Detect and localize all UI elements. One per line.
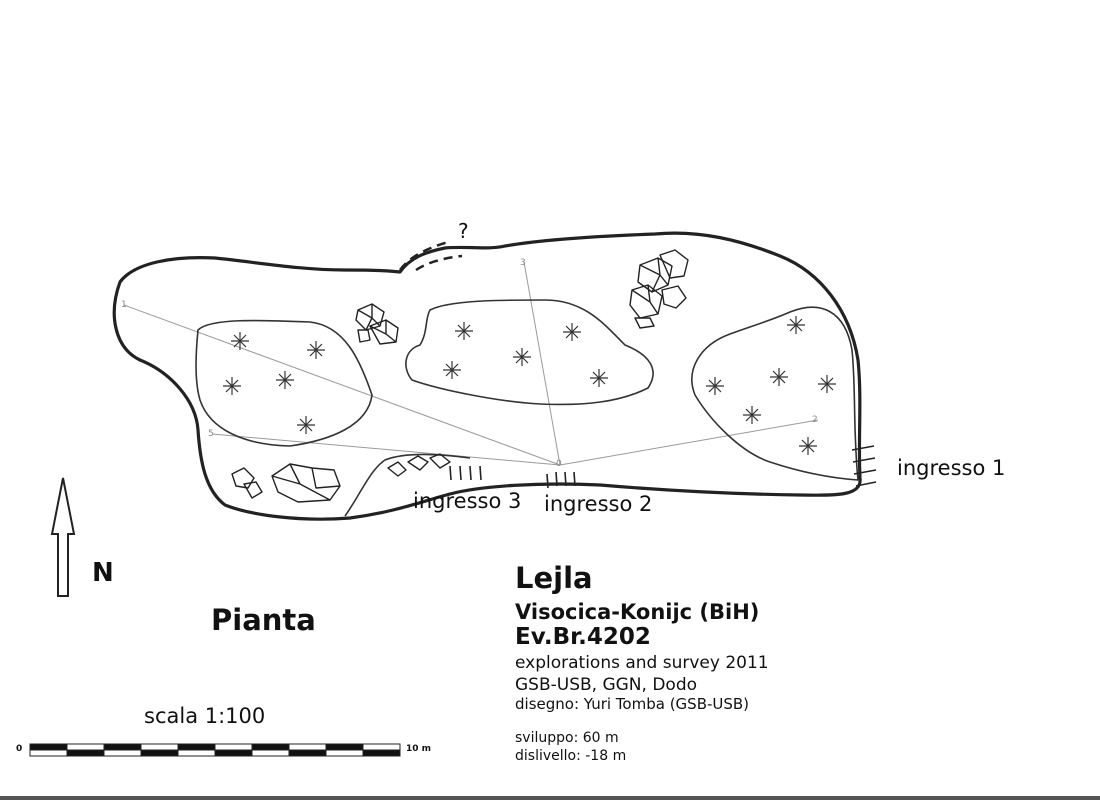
svg-text:5: 5 bbox=[208, 429, 214, 439]
entrance-1-marks bbox=[851, 445, 877, 487]
star-symbol bbox=[706, 377, 724, 395]
entrance-2-marks bbox=[546, 471, 576, 489]
page-bottom-border bbox=[0, 796, 1100, 800]
cave-location: Visocica-Konijc (BiH) bbox=[515, 600, 760, 624]
star-symbol bbox=[443, 361, 461, 379]
svg-text:0: 0 bbox=[556, 459, 562, 469]
development-stat: sviluppo: 60 m bbox=[515, 730, 619, 746]
zone-south bbox=[344, 453, 471, 517]
survey-station-labels: 1 2 3 5 0 bbox=[121, 258, 818, 469]
scale-label: scala 1:100 bbox=[144, 704, 266, 728]
entrance-1-label: ingresso 1 bbox=[897, 456, 1006, 480]
cave-registry: Ev.Br.4202 bbox=[515, 624, 651, 650]
svg-text:2: 2 bbox=[812, 415, 818, 425]
entrance-3-label: ingresso 3 bbox=[413, 489, 522, 513]
entrance-marks bbox=[449, 445, 877, 489]
boulder-cluster-sw bbox=[231, 463, 341, 503]
view-name: Pianta bbox=[211, 603, 316, 637]
boulders bbox=[231, 249, 689, 503]
star-symbol bbox=[297, 416, 315, 434]
cave-name: Lejla bbox=[515, 561, 593, 595]
unexplored-passage-inner bbox=[415, 254, 463, 272]
zone-east bbox=[691, 306, 859, 481]
star-symbol bbox=[743, 406, 761, 424]
boulder-cluster-entrance bbox=[387, 453, 451, 477]
zone-center bbox=[405, 299, 654, 406]
floor-zones bbox=[195, 299, 859, 517]
north-label: N bbox=[92, 558, 114, 588]
scale-bar bbox=[29, 743, 401, 757]
boulder-cluster-center bbox=[355, 303, 399, 345]
svg-text:1: 1 bbox=[121, 300, 127, 310]
scale-end-label: 10 m bbox=[406, 744, 432, 754]
exploration-info: explorations and survey 2011 bbox=[515, 653, 769, 673]
star-symbol bbox=[770, 368, 788, 386]
star-symbol bbox=[276, 371, 294, 389]
star-symbol bbox=[787, 316, 805, 334]
entrance-3-marks bbox=[449, 465, 482, 481]
star-symbol bbox=[513, 348, 531, 366]
boulder-cluster-ne bbox=[629, 249, 689, 329]
vegetation-symbols bbox=[223, 316, 836, 455]
cave-outline bbox=[112, 231, 862, 521]
unexplored-passage bbox=[398, 240, 449, 271]
star-symbol bbox=[799, 437, 817, 455]
drawing-credit: disegno: Yuri Tomba (GSB-USB) bbox=[515, 695, 750, 713]
zone-west bbox=[195, 319, 373, 447]
star-symbol bbox=[223, 377, 241, 395]
entrance-2-label: ingresso 2 bbox=[544, 492, 653, 516]
star-symbol bbox=[818, 375, 836, 393]
svg-text:3: 3 bbox=[520, 258, 526, 268]
scale-start-label: 0 bbox=[16, 744, 23, 754]
depth-stat: dislivello: -18 m bbox=[515, 748, 627, 764]
groups-info: GSB-USB, GGN, Dodo bbox=[515, 675, 698, 695]
star-symbol bbox=[231, 332, 249, 350]
star-symbol bbox=[590, 369, 608, 387]
survey-lines bbox=[123, 261, 819, 466]
star-symbol bbox=[307, 341, 325, 359]
star-symbol bbox=[563, 323, 581, 341]
unexplored-question-mark: ? bbox=[458, 219, 469, 243]
north-arrow bbox=[50, 477, 76, 597]
star-symbol bbox=[455, 322, 473, 340]
